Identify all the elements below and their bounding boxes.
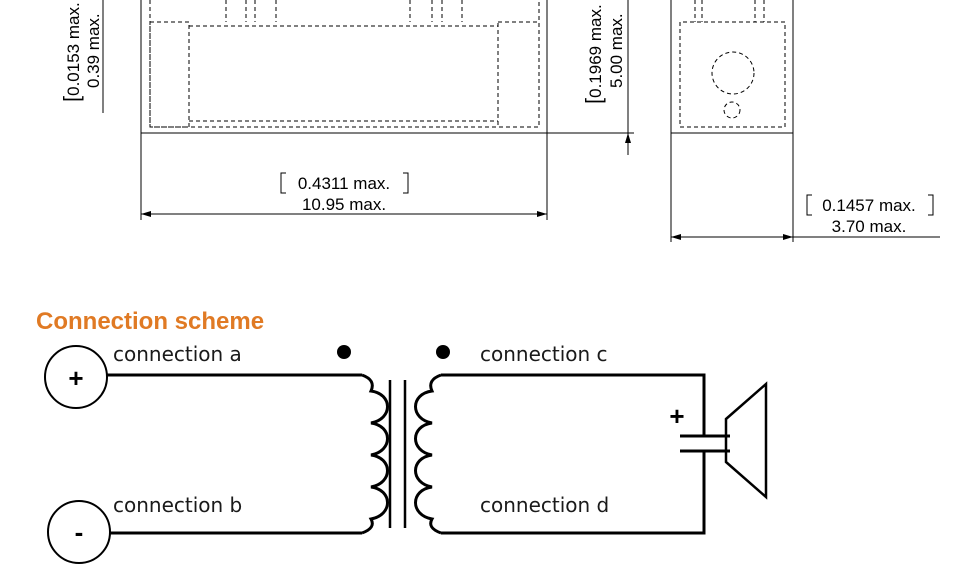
- left-dim-inch-label: [0.0153 max.: [59, 2, 84, 102]
- connection-c-label: connection c: [480, 342, 608, 366]
- left-dim-mm-label: 0.39 max.: [84, 13, 103, 88]
- connection-d-label: connection d: [480, 493, 609, 517]
- width-dim-inch-label: 0.1457 max.: [822, 196, 916, 215]
- middle-dim-mm-label: 5.00 max.: [607, 13, 626, 88]
- left-vertical-dimension: [0.0153 max. 0.39 max.: [59, 0, 104, 113]
- width-dim-mm-label: 3.70 max.: [832, 217, 907, 236]
- capacitor-icon: [680, 434, 730, 453]
- speaker-icon: [724, 381, 768, 500]
- front-view-outline: [140, 0, 548, 134]
- wire-connection-c: [441, 373, 706, 436]
- wire-connection-d: [441, 451, 706, 535]
- positive-sign: +: [68, 363, 83, 393]
- secondary-polarity-dot: [436, 345, 450, 359]
- middle-dim-inch-label: [0.1969 max.: [581, 4, 606, 104]
- length-dim-inch-label: 0.4311 max.: [298, 174, 390, 193]
- plus-circle-icon: [44, 345, 108, 409]
- transformer-icon: [337, 345, 450, 535]
- front-view-hidden-lines: [149, 0, 540, 128]
- side-view: [670, 0, 794, 134]
- primary-polarity-dot: [337, 345, 351, 359]
- front-view: [140, 0, 548, 134]
- side-view-hidden-lines: [679, 0, 786, 128]
- connection-b-label: connection b: [113, 493, 242, 517]
- section-heading: Connection scheme: [36, 308, 265, 335]
- capacitor-polarity-sign: +: [669, 401, 684, 431]
- connection-a-label: connection a: [113, 342, 242, 366]
- width-dimension: 0.1457 max. 3.70 max.: [670, 133, 940, 242]
- middle-vertical-dimension: [0.1969 max. 5.00 max.: [547, 0, 634, 155]
- negative-sign: -: [75, 517, 84, 547]
- side-view-outline: [670, 0, 794, 134]
- length-dim-mm-label: 10.95 max.: [302, 195, 386, 214]
- length-dimension: 0.4311 max. 10.95 max.: [140, 133, 548, 220]
- schematic: [44, 345, 768, 564]
